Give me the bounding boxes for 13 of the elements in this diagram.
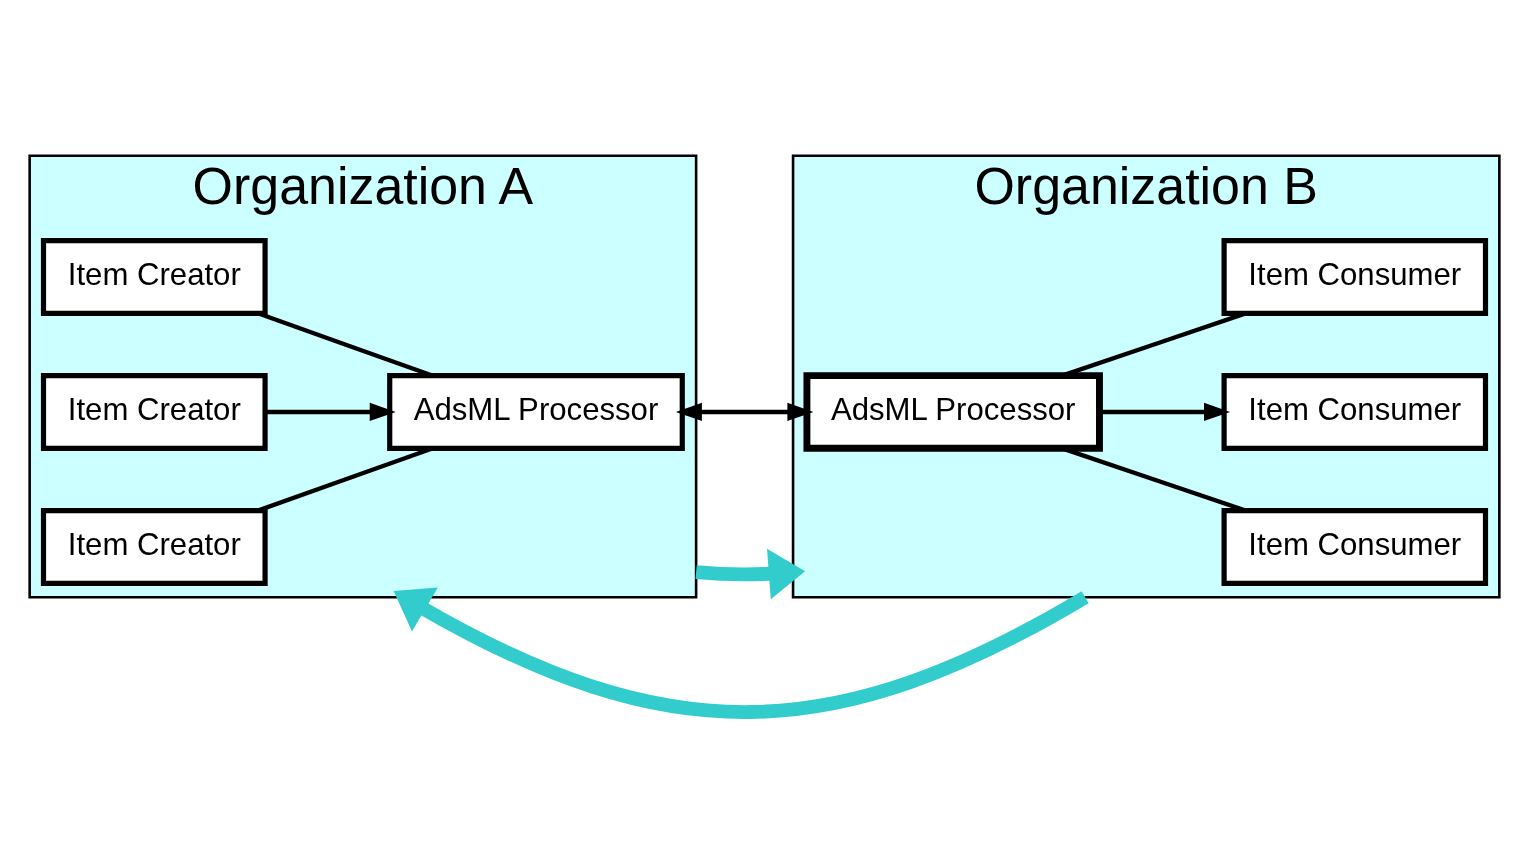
node-box: Item Consumer [1221,238,1489,316]
node-box: Item Creator [40,373,268,451]
arrow [695,548,806,600]
arrow [393,587,1089,719]
node-box: AdsML Processor [387,373,685,451]
node-box: Item Creator [40,238,268,316]
node-box: AdsML Processor [803,372,1103,452]
arrow [1099,402,1231,422]
arrow [675,402,814,422]
node-box: Item Consumer [1221,373,1489,451]
arrow [265,402,396,422]
node-box: Item Consumer [1221,508,1489,586]
node-box: Item Creator [40,508,268,586]
